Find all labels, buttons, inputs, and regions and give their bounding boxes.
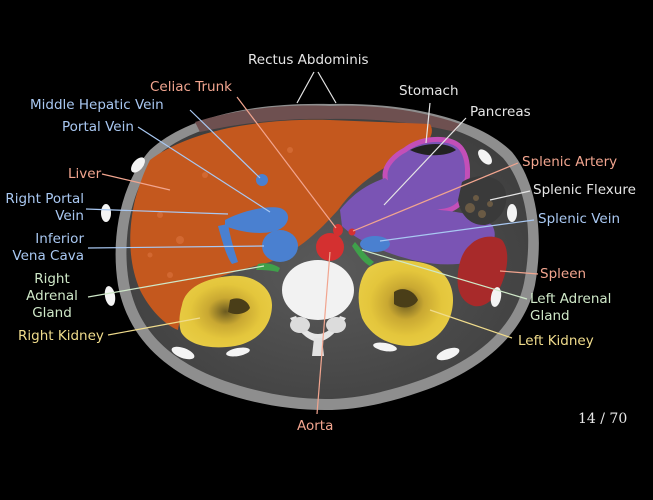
right-adrenal-region [256,263,280,272]
label-left-adrenal-gland: Left Adrenal Gland [530,291,611,325]
label-aorta: Aorta [297,418,334,434]
right-kidney-region [179,275,272,348]
label-liver: Liver [68,166,102,182]
label-ivc-line1: Inferior [35,231,84,247]
label-portal-vein: Portal Vein [62,119,134,135]
label-celiac-trunk: Celiac Trunk [150,79,232,95]
label-pancreas: Pancreas [470,104,531,120]
label-right-adrenal-line2: Adrenal [26,288,78,304]
label-right-portal-vein-line1: Right Portal [5,191,84,207]
label-rectus-abdominis: Rectus Abdominis [248,52,369,68]
stomach-air [410,144,456,156]
liver-vessels [147,147,293,278]
splenic-flexure-stool [465,195,493,218]
ivc-region [262,230,298,262]
splenic-vein-region [360,236,390,252]
label-right-portal-vein: Right Portal Vein [4,191,84,225]
label-left-adrenal-line2: Gland [530,308,570,324]
label-splenic-artery: Splenic Artery [522,154,618,170]
label-middle-hepatic-vein: Middle Hepatic Vein [30,97,164,113]
label-right-adrenal-gland: Right Adrenal Gland [22,271,82,322]
rectus-abdominis-region [195,105,460,132]
left-kidney-region [358,260,454,346]
aorta-region [316,233,344,261]
vertebra [282,260,354,356]
label-stomach: Stomach [399,83,459,99]
label-spleen: Spleen [540,266,587,282]
label-inferior-vena-cava: Inferior Vena Cava [4,231,84,265]
leader-lines [85,71,539,415]
label-right-portal-vein-line2: Vein [55,208,84,224]
left-adrenal-region [352,242,374,266]
ribs [101,149,517,361]
slice-indicator: 14 / 70 [578,411,628,427]
label-left-adrenal-line1: Left Adrenal [530,291,612,307]
label-splenic-vein: Splenic Vein [538,211,621,227]
splenic-artery-region [348,228,356,236]
right-portal-vein-region [218,224,238,264]
label-ivc-line2: Vena Cava [12,248,84,264]
portal-vein-region [225,207,289,233]
label-right-adrenal-line3: Gland [32,305,72,321]
label-right-adrenal-line1: Right [34,271,70,287]
label-right-kidney: Right Kidney [18,328,104,344]
label-left-kidney: Left Kidney [518,333,594,349]
label-splenic-flexure: Splenic Flexure [533,182,636,198]
